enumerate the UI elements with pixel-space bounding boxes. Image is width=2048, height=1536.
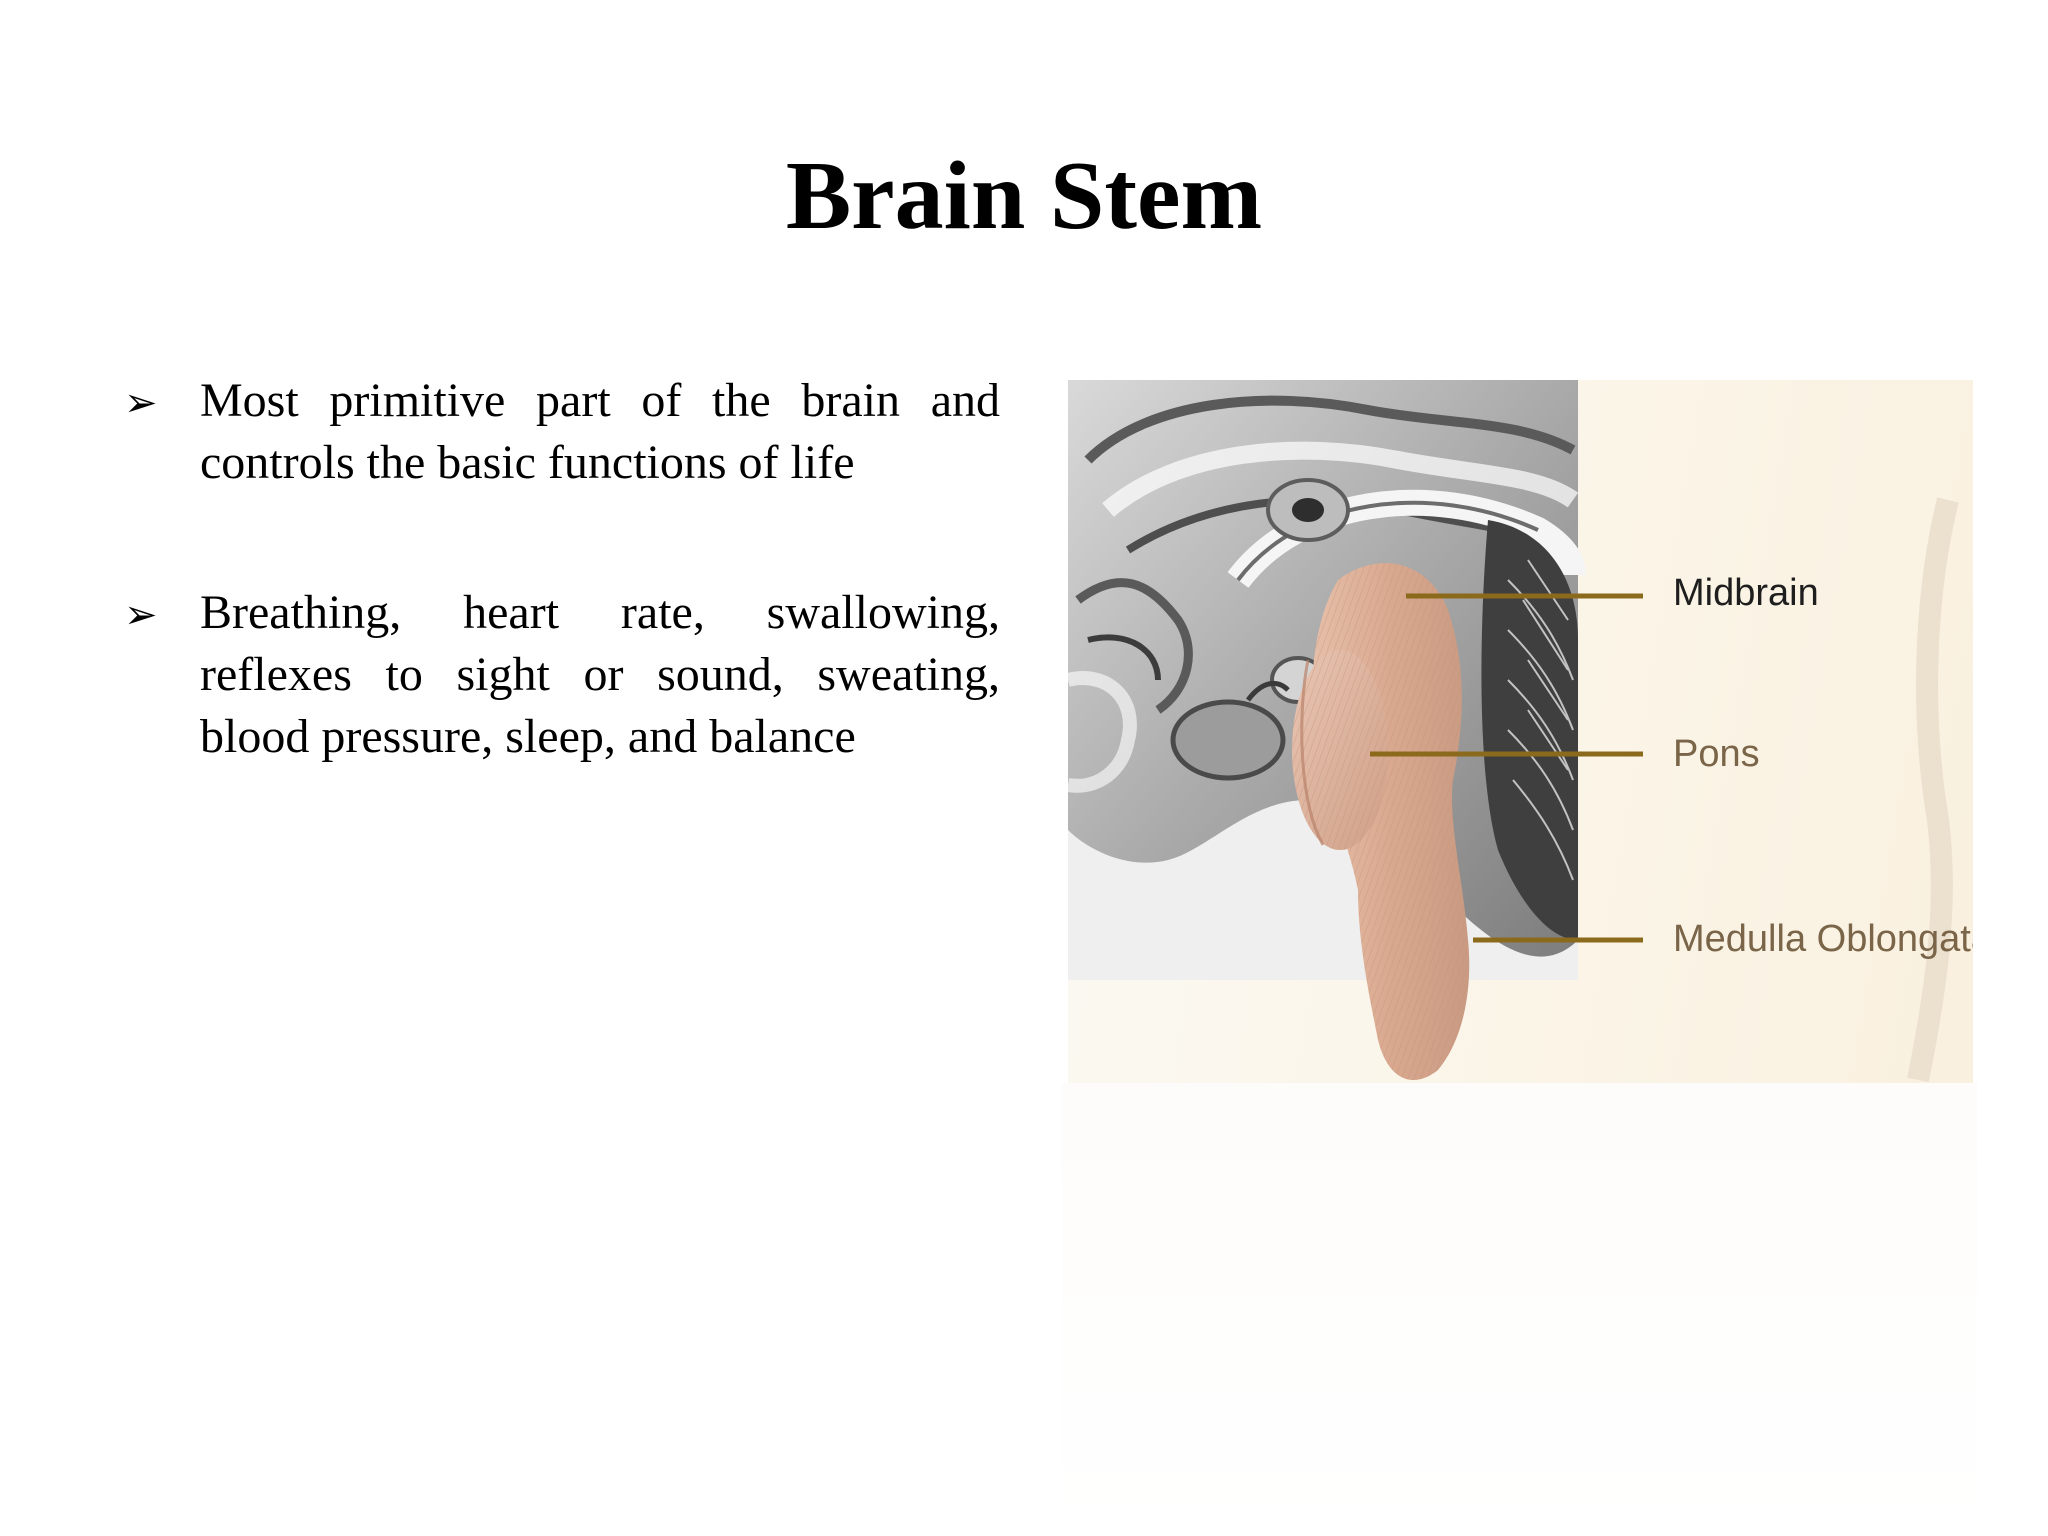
bullet-text: Breathing, heart rate, swallowing, refle… bbox=[200, 586, 1000, 763]
figure-background-fade bbox=[1062, 1083, 1977, 1536]
brain-sagittal-section-image bbox=[1068, 380, 1959, 1083]
label-medulla-oblongata: Medulla Oblongata bbox=[1673, 918, 1973, 960]
bullet-item: ➢ Breathing, heart rate, swallowing, ref… bbox=[120, 582, 1020, 768]
bullet-text: Most primitive part of the brain and con… bbox=[200, 374, 1000, 489]
brain-stem-illustration: Midbrain Pons Medulla Oblongata bbox=[1068, 380, 1973, 1083]
bullet-item: ➢ Most primitive part of the brain and c… bbox=[120, 370, 1020, 494]
label-pons: Pons bbox=[1673, 733, 1760, 775]
label-midbrain: Midbrain bbox=[1673, 572, 1819, 614]
bullet-list: ➢ Most primitive part of the brain and c… bbox=[120, 370, 1020, 856]
arrow-bullet-icon: ➢ bbox=[124, 592, 158, 638]
arrow-bullet-icon: ➢ bbox=[124, 380, 158, 426]
slide-title: Brain Stem bbox=[785, 142, 1263, 250]
